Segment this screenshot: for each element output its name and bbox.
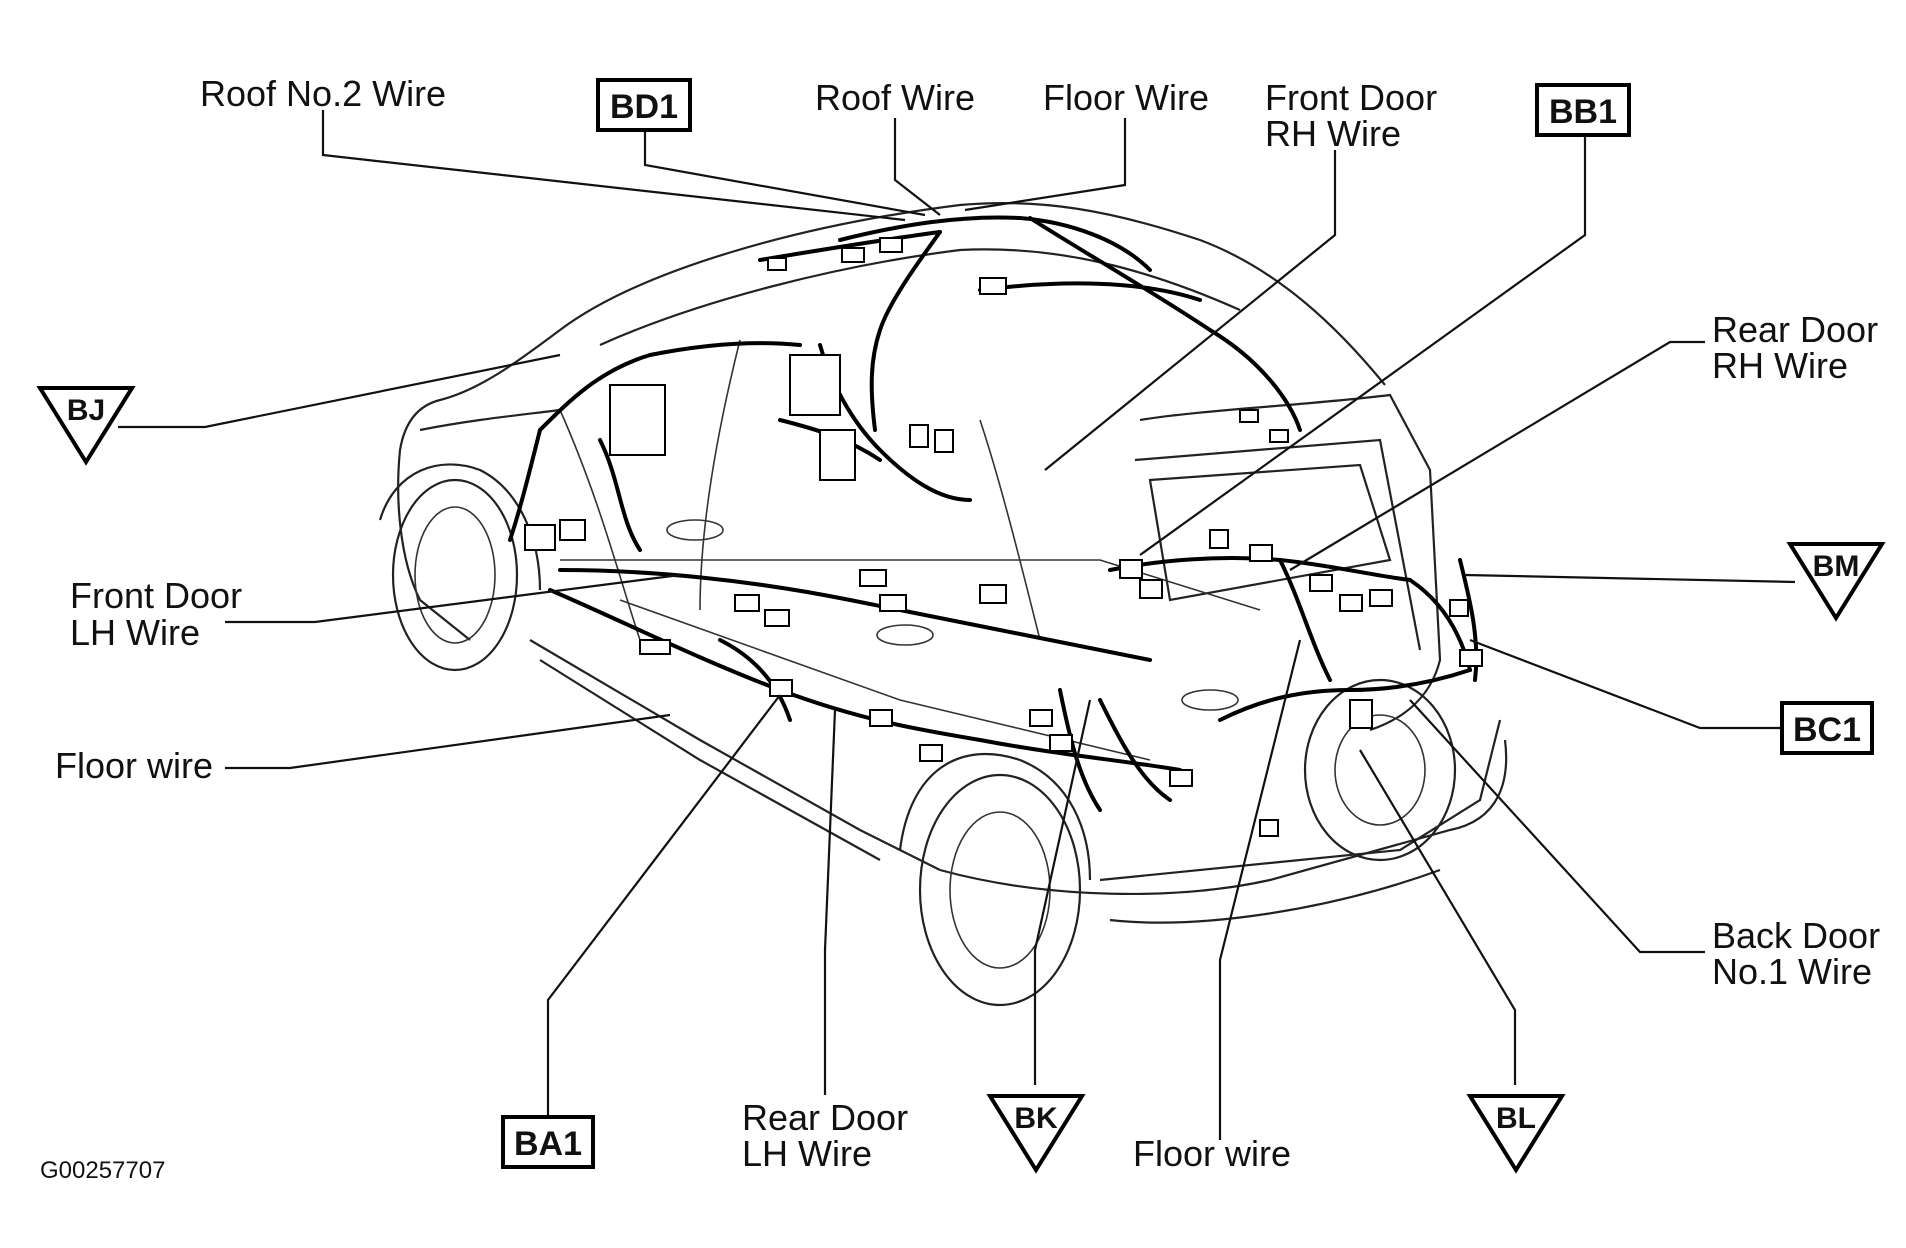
label-floor-wire-left: Floor wire: [55, 745, 213, 786]
ground-triangle-bm: [1786, 542, 1886, 622]
connector-code-bd1: BD1: [610, 88, 678, 126]
label-rear-door-lh-wire-line1: Rear Door: [742, 1097, 908, 1138]
label-roof-wire: Roof Wire: [815, 77, 975, 118]
figure-id: G00257707: [40, 1157, 165, 1184]
connector-blocks: [524, 237, 1483, 837]
connector-codes: BD1 BB1 BC1 BA1: [501, 78, 1874, 1169]
ground-triangle-bj: [36, 386, 136, 466]
label-front-door-rh-wire-line2: RH Wire: [1265, 113, 1401, 154]
ground-points: BJ BM BK BL: [36, 386, 1886, 1174]
label-back-door-no1-wire-line2: No.1 Wire: [1712, 951, 1872, 992]
label-front-door-lh-wire-line1: Front Door: [70, 575, 242, 616]
ground-code-bm: BM: [1813, 550, 1860, 583]
label-floor-wire-bottom: Floor wire: [1133, 1133, 1291, 1174]
label-roof-no2-wire: Roof No.2 Wire: [200, 73, 446, 114]
label-front-door-rh-wire-line1: Front Door: [1265, 77, 1437, 118]
label-rear-door-rh-wire-line1: Rear Door: [1712, 309, 1878, 350]
wire-labels: Roof No.2 Wire Roof Wire Floor Wire Fron…: [55, 73, 1880, 1174]
ground-code-bj: BJ: [67, 394, 105, 427]
harness-wiring: [508, 215, 1479, 812]
label-rear-door-lh-wire-line2: LH Wire: [742, 1133, 872, 1174]
connector-code-bc1: BC1: [1793, 711, 1861, 749]
connector-code-bb1: BB1: [1549, 93, 1617, 131]
ground-triangle-bl: [1466, 1094, 1566, 1174]
leader-lines: [118, 110, 1796, 1140]
ground-code-bk: BK: [1014, 1102, 1058, 1135]
ground-triangle-bk: [986, 1094, 1086, 1174]
label-front-door-lh-wire-line2: LH Wire: [70, 612, 200, 653]
ground-code-bl: BL: [1496, 1102, 1536, 1135]
label-back-door-no1-wire-line1: Back Door: [1712, 915, 1880, 956]
label-floor-wire-top: Floor Wire: [1043, 77, 1209, 118]
label-rear-door-rh-wire-line2: RH Wire: [1712, 345, 1848, 386]
connector-code-ba1: BA1: [514, 1125, 582, 1163]
vehicle-outline: [378, 201, 1508, 1007]
